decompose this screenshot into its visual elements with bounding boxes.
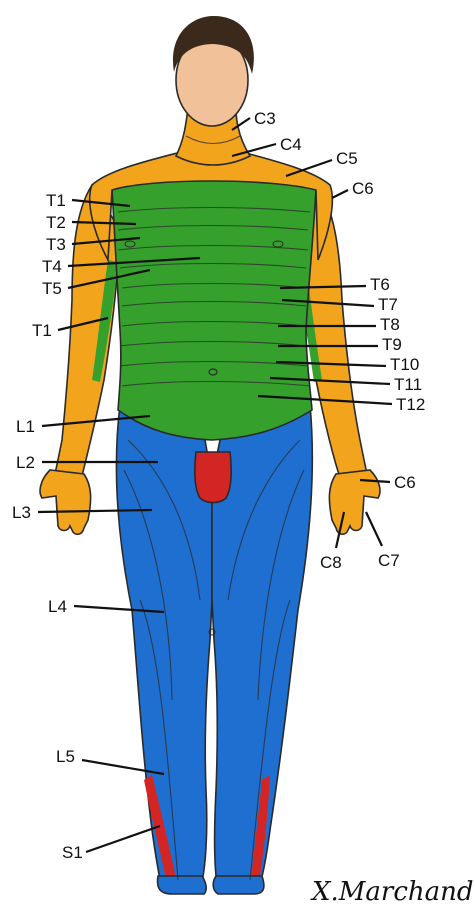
label-t10: T10: [390, 355, 419, 374]
label-c4: C4: [280, 135, 302, 154]
label-l1: L1: [16, 417, 35, 436]
label-c6-hand: C6: [394, 473, 416, 492]
artist-signature: X.Marchand: [310, 877, 474, 907]
right-foot: [213, 876, 264, 894]
label-l2: L2: [16, 453, 35, 472]
label-c5: C5: [336, 149, 358, 168]
torso: [112, 179, 316, 440]
label-t6: T6: [370, 275, 390, 294]
label-c8: C8: [320, 553, 342, 572]
left-foot: [158, 876, 207, 894]
label-l4: L4: [48, 597, 67, 616]
label-t3: T3: [46, 235, 66, 254]
label-t7: T7: [378, 295, 398, 314]
label-t1-upper: T1: [46, 191, 66, 210]
label-t9: T9: [382, 335, 402, 354]
sacral-genital-patch: [195, 452, 231, 503]
label-t2: T2: [46, 213, 66, 232]
label-c7: C7: [378, 551, 400, 570]
label-t4: T4: [42, 257, 62, 276]
label-t1-arm: T1: [32, 321, 52, 340]
left-hand: [40, 470, 91, 534]
label-c6-shoulder: C6: [352, 179, 374, 198]
label-s1: S1: [62, 843, 83, 862]
label-t8: T8: [380, 315, 400, 334]
label-t5: T5: [42, 279, 62, 298]
label-t11: T11: [394, 375, 422, 394]
label-l5: L5: [56, 747, 75, 766]
label-t12: T12: [396, 395, 425, 414]
label-l3: L3: [12, 503, 31, 522]
label-c3: C3: [254, 109, 276, 128]
